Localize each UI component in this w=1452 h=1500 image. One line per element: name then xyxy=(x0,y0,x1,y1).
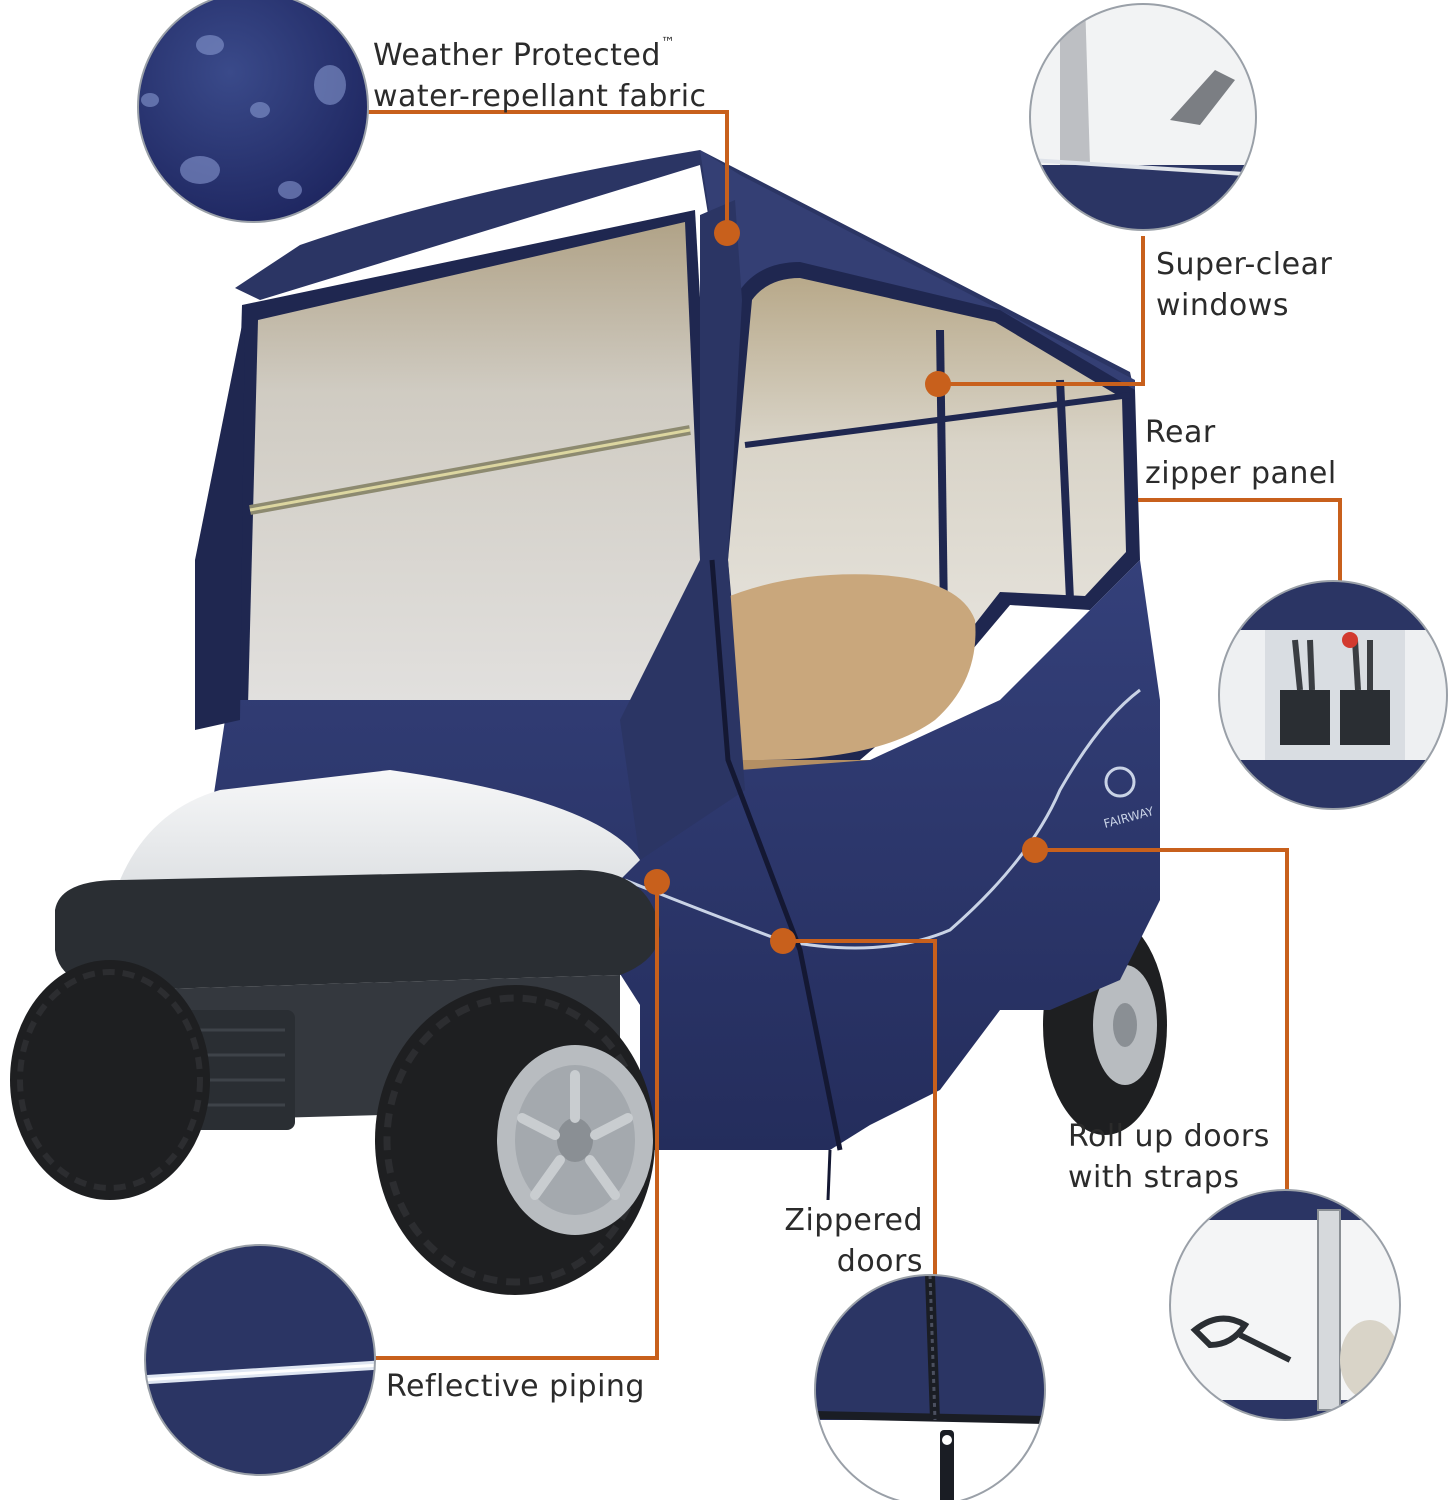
callout-zipper-line1: Zippered xyxy=(784,1203,923,1238)
leader-line-weather xyxy=(365,110,729,233)
leader-line-rear xyxy=(1138,498,1342,584)
callout-reflective-piping: Reflective piping xyxy=(386,1366,645,1407)
callout-rear-line1: Rear xyxy=(1145,415,1216,450)
trademark-symbol: ™ xyxy=(660,35,676,51)
leader-line-rollup xyxy=(1035,848,1289,1190)
leader-dot-weather xyxy=(714,220,740,246)
callout-rollup-line2: with straps xyxy=(1068,1160,1240,1195)
front-right-wheel xyxy=(375,985,655,1295)
rolled-door-closeup-icon xyxy=(1169,1189,1401,1421)
leader-lines xyxy=(365,110,1342,1360)
callout-weather-line2: water-repellant fabric xyxy=(373,79,707,114)
callout-weather-line1: Weather Protected™ xyxy=(373,35,676,73)
rear-panel-closeup-icon xyxy=(1218,580,1448,810)
zipper-closeup-icon xyxy=(814,1274,1046,1500)
callout-piping-line1: Reflective piping xyxy=(386,1369,645,1404)
callout-windows-line1: Super-clear xyxy=(1156,247,1333,282)
cover-body xyxy=(210,560,1160,1150)
leader-line-windows xyxy=(938,236,1145,386)
fabric-closeup-icon xyxy=(137,0,369,223)
callout-rollup-line1: Roll up doors xyxy=(1068,1119,1270,1154)
leader-dot-zipper xyxy=(770,928,796,954)
leader-line-piping xyxy=(374,882,659,1360)
callout-rear-zipper-panel: Rear zipper panel xyxy=(1145,412,1337,494)
door-zipper xyxy=(709,559,843,1151)
golf-cart-illustration: FAIRWAY xyxy=(10,150,1167,1295)
callout-roll-up-doors: Roll up doors with straps xyxy=(1068,1116,1270,1198)
callout-zipper-line2: doors xyxy=(836,1244,923,1279)
clear-window-closeup-icon xyxy=(1029,3,1257,231)
callout-weather-protected: Weather Protected™ water-repellant fabri… xyxy=(373,23,707,117)
leader-dots xyxy=(644,220,1048,954)
leader-dot-rollup xyxy=(1022,837,1048,863)
reflective-piping-line xyxy=(624,688,1141,950)
front-bumper xyxy=(55,870,660,990)
piping-closeup-icon xyxy=(144,1244,376,1476)
front-left-wheel xyxy=(10,960,210,1200)
callout-rear-line2: zipper panel xyxy=(1145,456,1337,491)
leader-dot-windows xyxy=(925,371,951,397)
leader-dot-piping xyxy=(644,869,670,895)
callout-super-clear-windows: Super-clear windows xyxy=(1156,244,1332,326)
callout-zippered-doors: Zippered doors xyxy=(760,1200,923,1282)
leader-line-zipper xyxy=(783,939,937,1276)
seat xyxy=(720,574,976,760)
callout-windows-line2: windows xyxy=(1156,288,1289,323)
